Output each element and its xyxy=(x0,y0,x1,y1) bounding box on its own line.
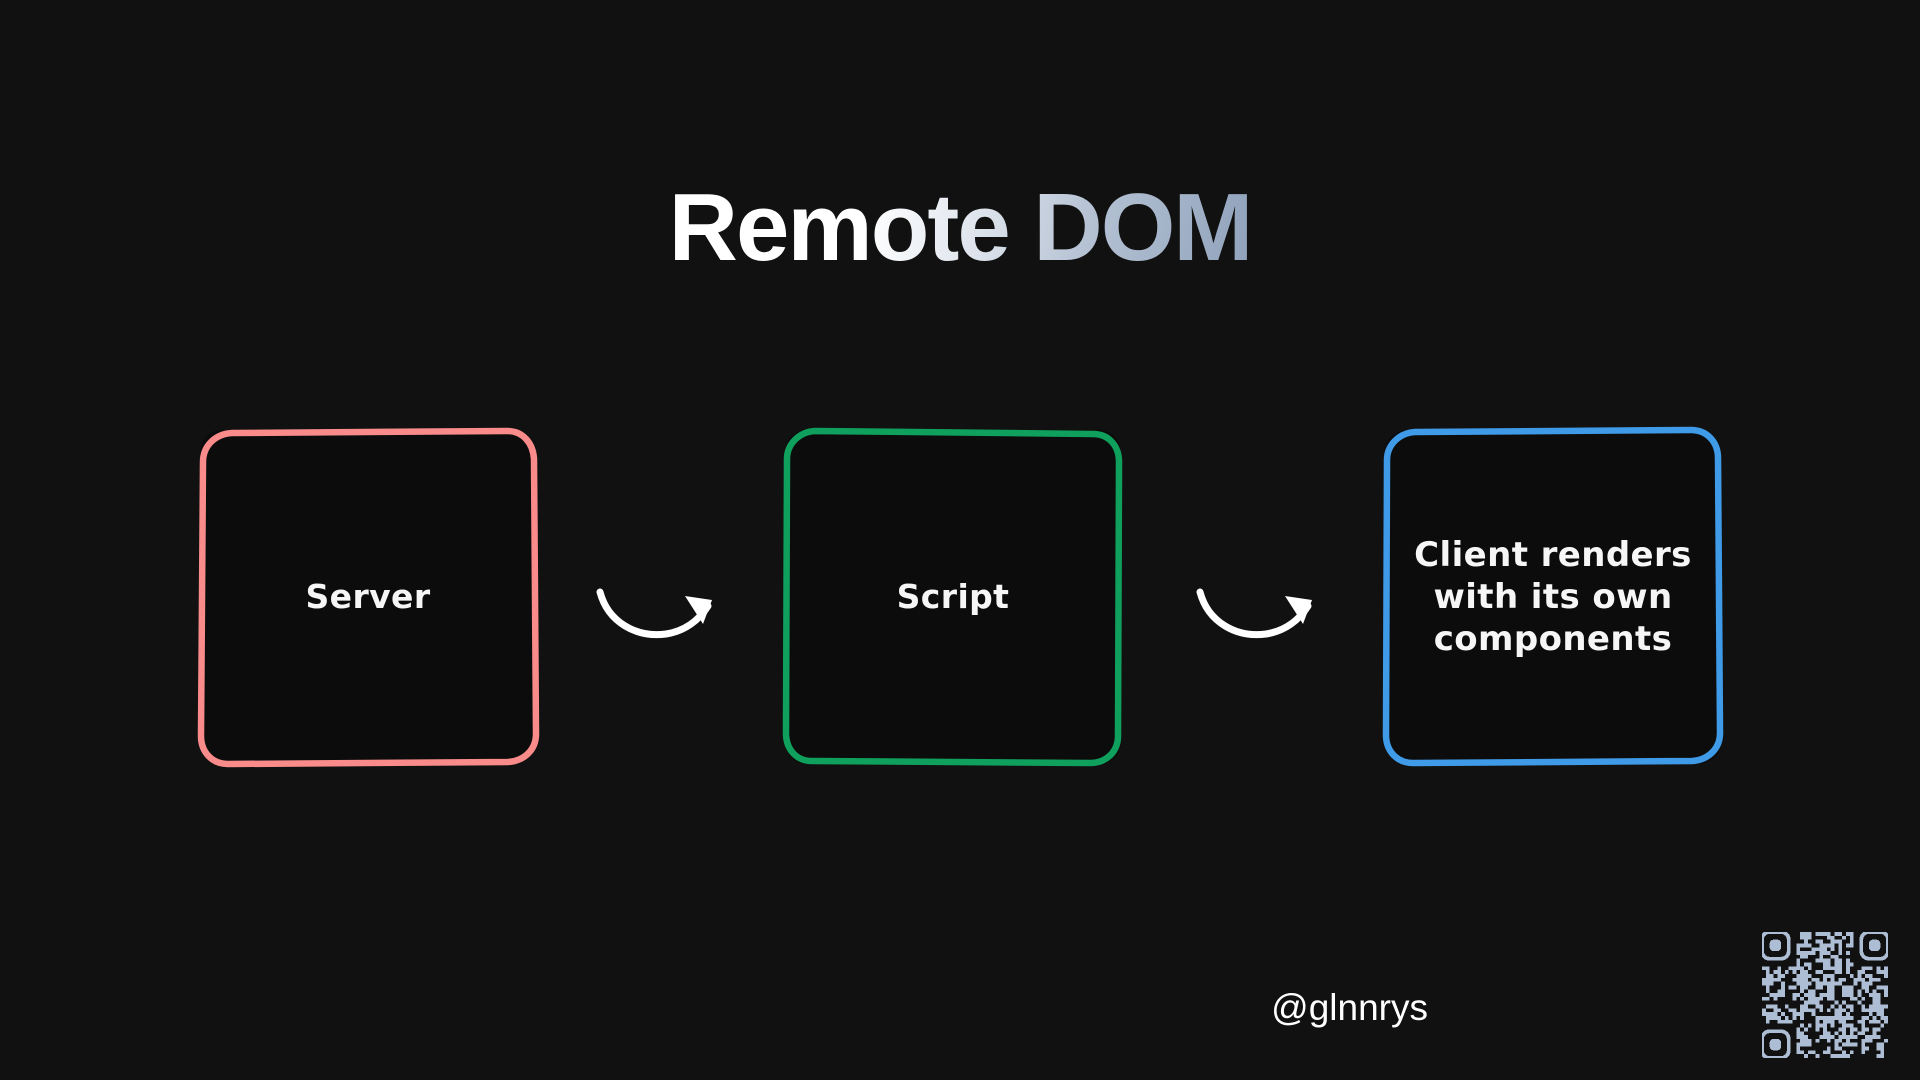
client-label-line-2: with its own xyxy=(1433,576,1673,617)
flow-node-label-client: Client renders with its own components xyxy=(1414,534,1692,660)
social-handle: @glnnrys xyxy=(1271,987,1428,1028)
flow-node-label-server: Server xyxy=(305,576,431,616)
qr-code-svg xyxy=(1760,930,1890,1060)
client-box-body: Client renders with its own components xyxy=(1385,430,1721,764)
client-label-line-1: Client renders xyxy=(1414,534,1692,575)
connector-script-to-client xyxy=(1190,530,1330,660)
connector-server-to-script xyxy=(590,530,730,660)
curved-arrow-icon xyxy=(1196,588,1312,639)
client-label-line-3: components xyxy=(1433,619,1673,660)
flow-node-script[interactable]: Script xyxy=(782,427,1123,767)
page-title: Remote DOM xyxy=(0,177,1920,279)
flow-diagram: Server Script xyxy=(197,426,1724,770)
flow-node-label-script: Script xyxy=(896,576,1010,616)
qr-code-icon[interactable] xyxy=(1760,930,1890,1060)
script-box-body: Script xyxy=(785,430,1121,764)
flow-node-client[interactable]: Client renders with its own components xyxy=(1382,426,1724,767)
curved-arrow-icon xyxy=(596,588,712,639)
flow-node-server[interactable]: Server xyxy=(197,427,540,768)
page-title-text: Remote DOM xyxy=(668,174,1254,281)
server-box-body: Server xyxy=(200,430,536,764)
